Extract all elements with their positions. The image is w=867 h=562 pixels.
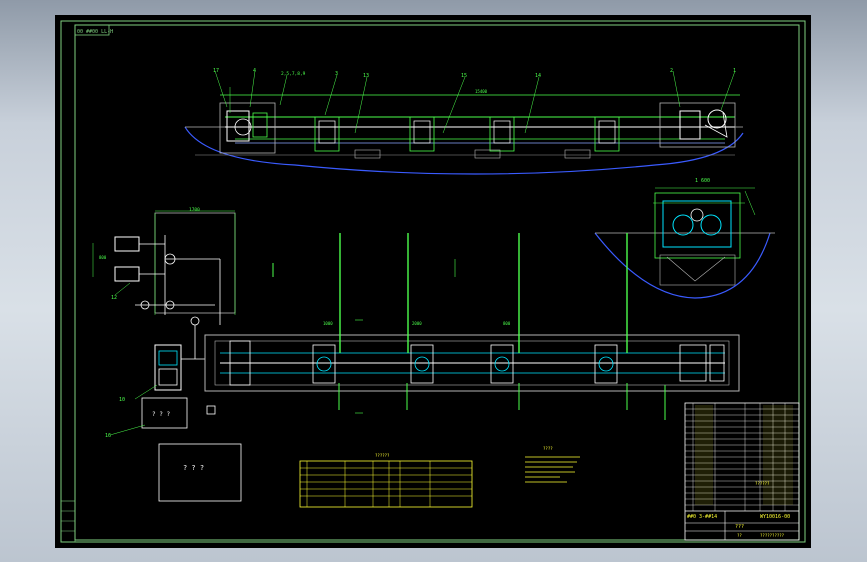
title-code-2: WY10016-00 xyxy=(760,514,790,520)
dim-a: 1000 xyxy=(323,321,333,326)
callout-3: 3 xyxy=(335,71,338,77)
callout-1: 1 xyxy=(733,68,736,74)
callout-2-5-7-8-9: 2,5,7,8,9 xyxy=(281,71,306,77)
callout-16: 16 xyxy=(105,433,111,439)
dim-c-plan: 800 xyxy=(503,321,511,326)
dim-b: 2000 xyxy=(412,321,422,326)
technical-notes: ???? xyxy=(525,446,580,483)
plan-view: 1700 800 12 10 xyxy=(92,207,740,420)
dim-c: 800 xyxy=(99,255,107,260)
dim-plan: 1700 xyxy=(189,207,200,213)
title-name: ?????? xyxy=(755,481,770,486)
lower-left-blocks: ? ? ? 16 ? ? ? xyxy=(105,397,242,502)
callout-10: 10 xyxy=(119,397,125,403)
title-footer: ?????????? xyxy=(760,533,785,538)
notes-title: ???? xyxy=(543,446,553,451)
parts-table-title: ?????? xyxy=(375,453,390,458)
inner-frame xyxy=(74,24,800,541)
left-revision-strip xyxy=(60,500,76,543)
dim-side: 1 600 xyxy=(695,178,710,184)
title-code: ##0 3-##14 xyxy=(687,514,717,520)
frame-label: 00 ##00 LL-H xyxy=(77,29,113,35)
callout-15: 15 xyxy=(461,73,467,79)
block2-text: ? ? ? xyxy=(183,464,204,472)
cad-drawing-canvas[interactable]: 00 ##00 LL-H 15400 xyxy=(55,15,811,548)
parts-table: ?????? xyxy=(299,453,473,508)
callout-13: 13 xyxy=(363,73,369,79)
section-view: 1 600 xyxy=(594,178,775,299)
callout-14: 14 xyxy=(535,73,541,79)
callout-17: 17 xyxy=(213,68,219,74)
dim-length: 15400 xyxy=(475,89,488,94)
elevation-view: 15400 xyxy=(184,68,744,175)
outer-frame xyxy=(60,20,806,543)
frame-label-box xyxy=(74,24,110,36)
title-block: ?????? ##0 3-##14 WY10016-00 ??? ?? ????… xyxy=(684,402,800,541)
cad-drawing: 00 ##00 LL-H 15400 xyxy=(60,20,806,543)
title-scale: ?? xyxy=(737,533,742,538)
title-drawing-no: ??? xyxy=(735,524,744,530)
block1-text: ? ? ? xyxy=(152,411,170,418)
callout-2: 2 xyxy=(670,68,673,74)
callout-12: 12 xyxy=(111,295,117,301)
callout-4: 4 xyxy=(253,68,256,74)
